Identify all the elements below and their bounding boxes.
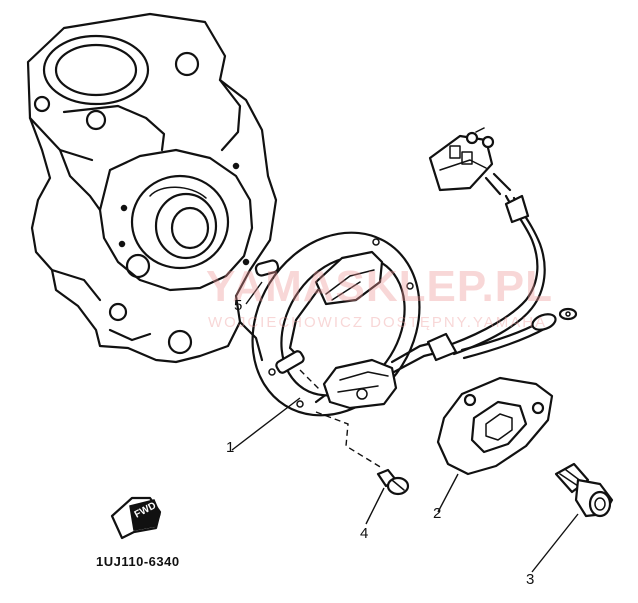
upper-coil xyxy=(275,250,384,374)
dowel-pin xyxy=(254,259,280,277)
part-code: 1UJ110-6340 xyxy=(96,554,180,569)
bolt xyxy=(554,462,614,518)
engine-crankcase xyxy=(26,12,278,364)
forward-arrow-icon xyxy=(110,496,162,540)
callout-4: 4 xyxy=(360,525,369,542)
watermark-subtitle: WOJCIECHOWICZ DOSTĘPNY.YAMAHA xyxy=(208,314,548,331)
cover-plate xyxy=(436,376,554,476)
wire-harness xyxy=(390,127,578,374)
callout-2: 2 xyxy=(433,505,442,522)
watermark-brand: YAMASKLEP.PL xyxy=(206,262,553,311)
leader-lines xyxy=(231,281,579,573)
screw xyxy=(376,468,410,496)
callout-5: 5 xyxy=(234,297,243,314)
lower-coil xyxy=(314,358,398,410)
callout-1: 1 xyxy=(226,439,235,456)
callout-3: 3 xyxy=(526,571,535,588)
